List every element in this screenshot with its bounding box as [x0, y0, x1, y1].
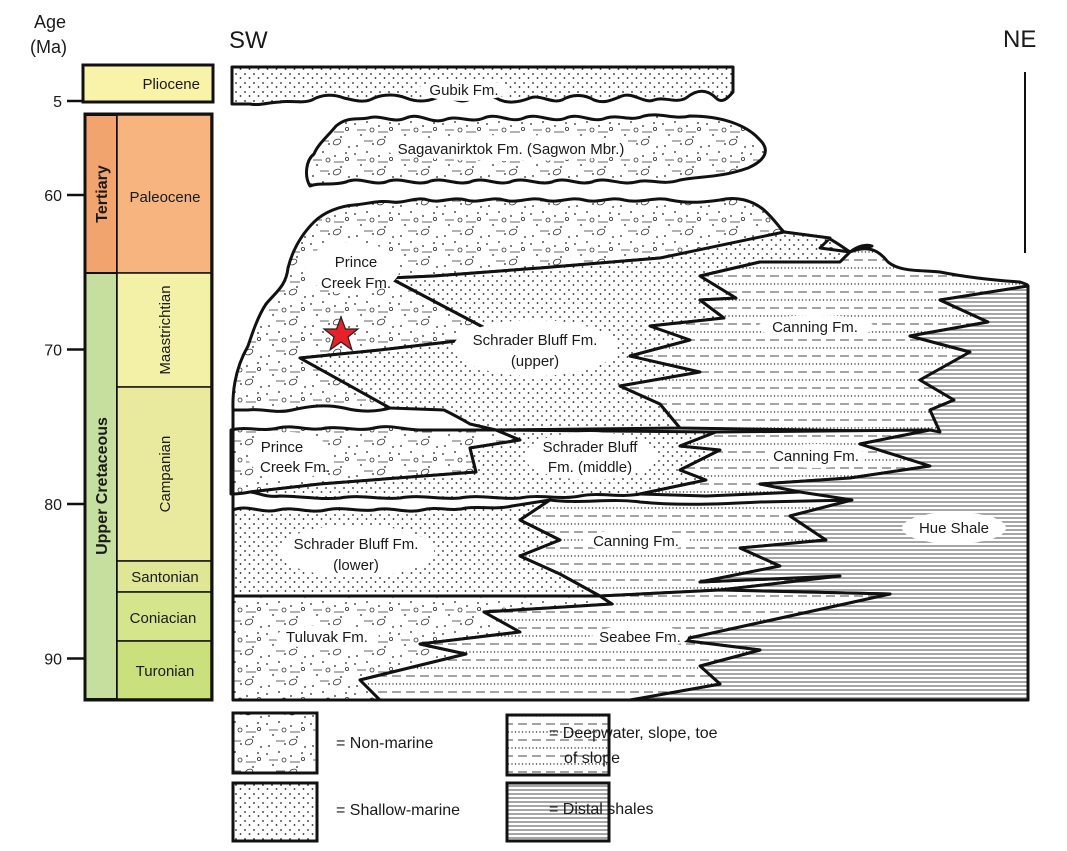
label-tuluvak: Tuluvak Fm.	[286, 629, 368, 646]
label-canning-lower: Canning Fm.	[593, 533, 679, 550]
age-tick-label: 5	[53, 94, 62, 111]
label-prince-creek-lower-2: Creek Fm.	[260, 459, 330, 476]
label-schrader-middle-2: Fm. (middle)	[548, 459, 632, 476]
period-label-upper-cretaceous: Upper Cretaceous	[94, 417, 111, 555]
label-schrader-middle-1: Schrader Bluff	[543, 439, 639, 456]
label-gubik: Gubik Fm.	[429, 82, 498, 99]
label-halos	[248, 79, 1006, 649]
label-prince-creek-lower-1: Prince	[261, 439, 304, 456]
stage-label-campanian: Campanian	[157, 436, 174, 513]
age-tick-label: 80	[44, 497, 62, 514]
legend-label-distal-shales: = Distal shales	[549, 801, 654, 818]
label-sagavanirktok: Sagavanirktok Fm. (Sagwon Mbr.)	[398, 141, 625, 158]
age-axis: Age (Ma) 5 60 70 80 90	[30, 12, 84, 669]
legend-label-deepwater-2: of slope	[564, 750, 620, 767]
label-prince-creek-upper-2: Creek Fm.	[321, 275, 391, 292]
legend-label-non-marine: = Non-marine	[336, 735, 433, 752]
period-label-tertiary: Tertiary	[94, 165, 111, 223]
age-tick-label: 60	[44, 188, 62, 205]
stage-santonian	[116, 560, 212, 593]
legend-label-deepwater-1: = Deepwater, slope, toe	[549, 725, 718, 742]
stage-label-santonian: Santonian	[131, 569, 199, 586]
stage-turonian	[116, 640, 212, 700]
stage-label-maastrichtian: Maastrichtian	[157, 285, 174, 374]
label-schrader-lower-1: Schrader Bluff Fm.	[294, 536, 419, 553]
timescale-frame	[83, 112, 214, 702]
section-frame	[231, 286, 1030, 702]
canning-upper	[618, 247, 1030, 434]
label-canning-middle: Canning Fm.	[773, 448, 859, 465]
legend-swatch-deepwater	[505, 713, 611, 777]
stage-label-coniacian: Coniacian	[130, 610, 197, 627]
stage-campanian	[116, 386, 212, 562]
stage-label-paleocene: Paleocene	[130, 189, 201, 206]
age-tick-label: 90	[44, 652, 62, 669]
label-schrader-upper-1: Schrader Bluff Fm.	[473, 332, 598, 349]
legend-swatch-non-marine	[231, 711, 319, 775]
direction-sw: SW	[229, 27, 268, 54]
axis-title-unit: (Ma)	[30, 37, 67, 57]
label-canning-upper: Canning Fm.	[772, 319, 858, 336]
label-schrader-upper-2: (upper)	[511, 353, 559, 370]
pliocene-box	[81, 63, 215, 104]
legend-swatch-distal-shales	[505, 781, 611, 843]
legend-label-shallow-marine: = Shallow-marine	[336, 802, 460, 819]
age-tick-label: 70	[44, 343, 62, 360]
time-scale: Pliocene Tertiary Upper Cretaceous Paleo…	[81, 63, 215, 702]
period-upper-cretaceous	[84, 272, 118, 700]
label-hue-shale: Hue Shale	[919, 520, 989, 537]
legend: = Non-marine = Shallow-marine = Deepwate…	[231, 711, 718, 843]
stage-maastrichtian	[116, 272, 212, 388]
axis-title-age: Age	[34, 12, 66, 32]
legend-swatch-shallow-marine	[231, 781, 319, 843]
pliocene-label: Pliocene	[142, 76, 200, 93]
label-prince-creek-upper-1: Prince	[335, 254, 378, 271]
direction-ne: NE	[1003, 26, 1036, 53]
cross-section	[229, 65, 1030, 702]
stage-label-turonian: Turonian	[136, 663, 195, 680]
label-schrader-lower-2: (lower)	[333, 557, 379, 574]
label-seabee: Seabee Fm.	[599, 629, 681, 646]
star-icon	[322, 315, 360, 352]
formation-labels: Gubik Fm. Sagavanirktok Fm. (Sagwon Mbr.…	[260, 82, 989, 646]
